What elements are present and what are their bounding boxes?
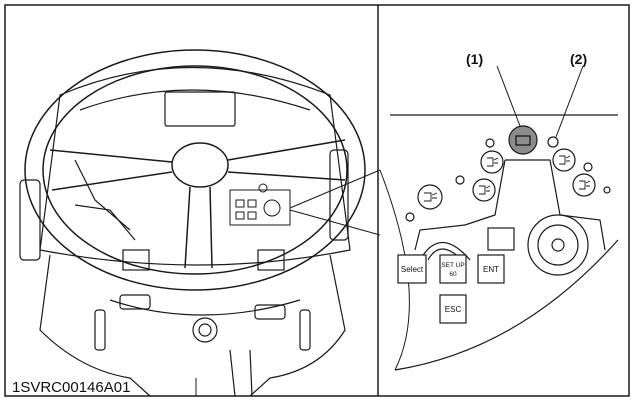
figure-frame <box>4 4 630 397</box>
headlight-glyph-4 <box>579 180 591 190</box>
switch-small-3 <box>235 211 245 220</box>
gear-stick <box>229 349 253 397</box>
switch-small-1 <box>235 199 245 208</box>
setup-button[interactable] <box>439 254 467 284</box>
center-knob <box>192 317 218 343</box>
headlight-glyph-2 <box>559 155 571 165</box>
lower-panel-curve <box>109 299 301 316</box>
beacon-lamp-glyph <box>515 135 531 146</box>
figure-id-label: 1SVRC00146A01 <box>12 379 130 396</box>
tractor-hood-outline <box>414 159 506 251</box>
operator-view <box>19 66 351 397</box>
right-switch <box>254 304 286 320</box>
beacon-lamp-icon <box>508 125 538 155</box>
tractor-rear-wheel-hub <box>551 238 565 252</box>
headlight-glyph-1 <box>487 157 499 167</box>
setup-button-label-1: SET UP <box>441 262 464 269</box>
detail-view <box>379 65 619 371</box>
headlight-icon <box>552 148 576 172</box>
switch-panel-small <box>229 183 291 226</box>
left-lever <box>94 309 106 351</box>
leader-line-1 <box>496 65 521 127</box>
panel-bottom-curve <box>394 239 619 371</box>
panel-left-curve <box>379 169 410 371</box>
steering-wheel-rim-inner <box>42 65 348 275</box>
steering-wheel-icon <box>24 49 366 291</box>
left-digit-display <box>122 249 150 271</box>
select-button-label: Select <box>401 265 424 274</box>
tractor-engine-block <box>487 227 515 251</box>
right-digit-display <box>257 249 285 271</box>
dashboard-ridge <box>79 89 311 111</box>
select-button[interactable] <box>397 254 427 284</box>
tractor-cab-outline <box>505 159 606 251</box>
switch-small-4 <box>247 211 257 220</box>
ent-button-label: ENT <box>483 265 499 274</box>
indicator-dot-1 <box>485 138 495 148</box>
center-knob-inner <box>198 323 212 337</box>
right-lever <box>299 309 311 351</box>
tractor-front-wheel <box>419 242 471 261</box>
indicator-lamp-icon <box>547 136 559 148</box>
indicator-dot-3 <box>405 212 415 222</box>
callout-2: (2) <box>570 51 587 67</box>
left-stalk <box>74 159 131 231</box>
tractor-silhouette-icon <box>414 159 606 276</box>
indicator-dot-4 <box>455 175 465 185</box>
esc-button-label: ESC <box>445 305 462 314</box>
side-pillar-right <box>329 149 349 241</box>
panel-buttons: Select SET UP 60 ENT ESC <box>397 254 505 324</box>
leader-line-2 <box>555 65 584 138</box>
side-pillar-left <box>19 179 41 261</box>
tractor-rear-wheel <box>527 214 589 276</box>
switch-small-lamp <box>258 183 268 193</box>
headlight-glyph-5 <box>424 192 438 202</box>
switch-small-2 <box>247 199 257 208</box>
switch-small-knob <box>263 199 281 217</box>
right-console <box>249 254 346 397</box>
indicator-dot-5 <box>603 186 611 194</box>
indicator-dot-2 <box>583 162 593 172</box>
esc-button[interactable] <box>439 294 467 324</box>
setup-button-label-2: 60 <box>449 271 457 278</box>
ent-button[interactable] <box>477 254 505 284</box>
zoom-line-bottom <box>289 209 381 236</box>
steering-spoke-right <box>227 139 346 181</box>
left-stalk-2 <box>74 204 136 241</box>
headlight-icon <box>417 184 443 210</box>
steering-wheel-hub <box>171 142 229 188</box>
headlight-glyph-3 <box>479 185 491 195</box>
headlight-icon <box>572 173 596 197</box>
dashboard-display-icon <box>164 91 236 127</box>
left-switch <box>119 294 151 310</box>
headlight-icon <box>472 178 496 202</box>
steering-spoke-left <box>49 149 173 191</box>
callout-1: (1) <box>466 51 483 67</box>
tractor-rear-wheel-rim <box>537 224 579 266</box>
steering-wheel-rim-outer <box>24 49 366 291</box>
left-console <box>39 254 151 397</box>
headlight-icon <box>480 150 504 174</box>
zoom-line-top <box>289 169 381 209</box>
steering-spoke-bottom <box>184 186 213 269</box>
